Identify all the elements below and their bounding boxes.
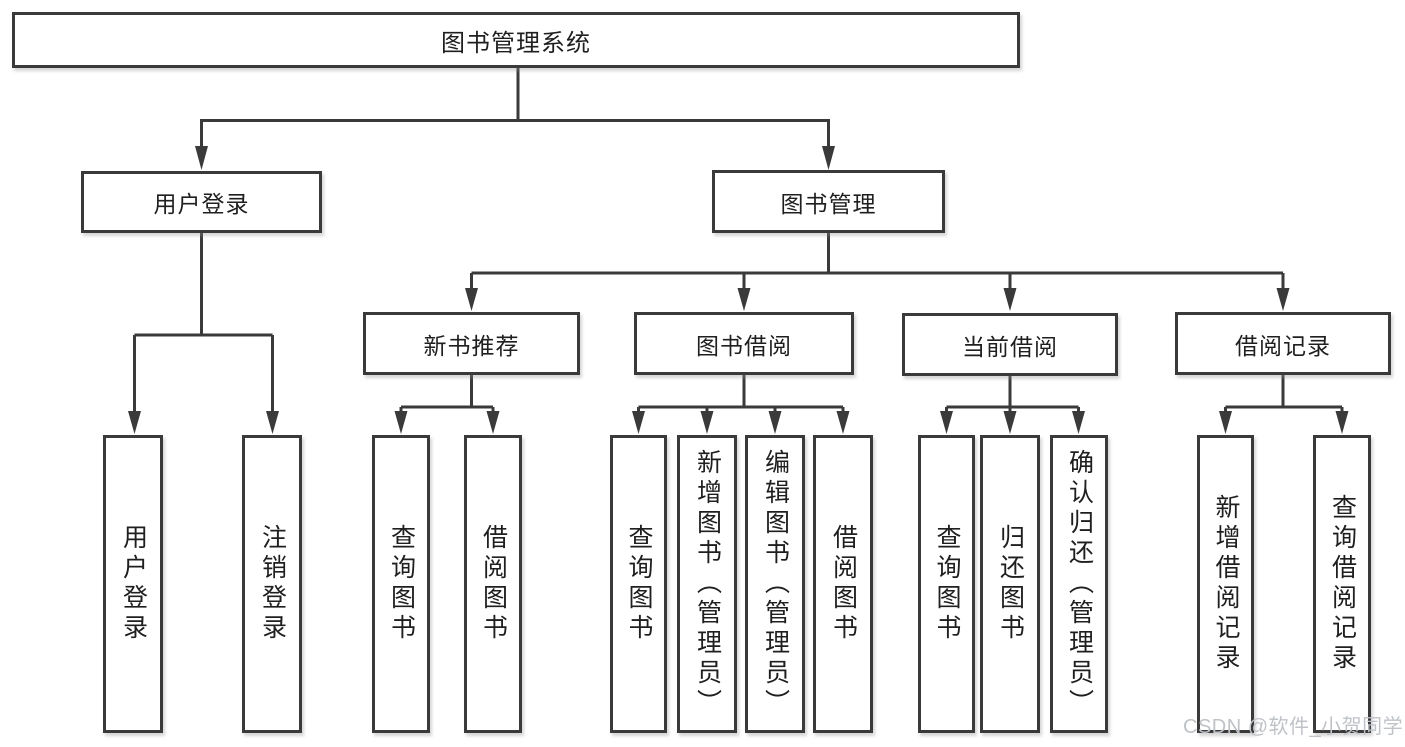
- leaf-return-book-label: 归还图书: [996, 524, 1025, 644]
- connector-book-borrow-stems: [637, 407, 845, 413]
- arrowhead-leaf-return-book: [1003, 411, 1017, 434]
- node-new-book-recommend: 新书推荐: [363, 312, 580, 375]
- leaf-borrow-book-label: 借阅图书: [829, 524, 858, 644]
- leaf-query-borrow-record-label: 查询借阅记录: [1328, 494, 1357, 674]
- leaf-logout-label: 注销登录: [258, 524, 287, 644]
- arrowhead-book-borrow: [737, 288, 751, 311]
- connector-user-login-stems: [133, 335, 274, 413]
- leaf-query-book-recommend-label: 查询图书: [387, 524, 416, 644]
- arrowhead-leaf-logout: [266, 411, 279, 434]
- leaf-query-book-recommend: 查询图书: [372, 435, 430, 733]
- leaf-query-book-borrow: 查询图书: [610, 435, 667, 733]
- node-borrow-records-label: 借阅记录: [1235, 332, 1331, 359]
- arrowhead-leaf-query-book-3: [940, 411, 953, 434]
- arrowhead-leaf-confirm-return: [1072, 411, 1085, 434]
- leaf-add-borrow-record: 新增借阅记录: [1197, 435, 1254, 733]
- arrowhead-leaf-borrow-book-2: [836, 411, 850, 434]
- leaf-user-login-label: 用户登录: [119, 524, 148, 644]
- arrowhead-leaf-query-record: [1335, 411, 1349, 434]
- leaf-borrow-book-recommend: 借阅图书: [464, 435, 522, 733]
- leaf-edit-book-admin: 编辑图书（管理员）: [745, 435, 805, 733]
- leaf-user-login: 用户登录: [103, 435, 163, 733]
- leaf-borrow-book: 借阅图书: [813, 435, 873, 733]
- arrowhead-borrow-records: [1276, 288, 1290, 311]
- node-root: 图书管理系统: [12, 12, 1020, 68]
- leaf-add-book-admin: 新增图书（管理员）: [677, 435, 737, 733]
- arrowhead-leaf-query-book-1: [394, 411, 408, 434]
- leaf-edit-book-admin-label: 编辑图书（管理员）: [761, 449, 790, 719]
- arrowhead-book-management: [822, 146, 835, 170]
- leaf-logout: 注销登录: [242, 435, 302, 733]
- connector-root-stems: [200, 119, 830, 148]
- node-borrow-records: 借阅记录: [1175, 312, 1391, 375]
- arrowhead-leaf-add-book: [700, 411, 714, 434]
- leaf-return-book: 归还图书: [980, 435, 1040, 733]
- leaf-add-book-admin-label: 新增图书（管理员）: [693, 449, 722, 719]
- connector-book-management-stems: [470, 273, 1285, 290]
- node-user-login: 用户登录: [81, 171, 322, 233]
- arrowhead-new-book-recommend: [465, 288, 478, 311]
- node-book-borrow: 图书借阅: [634, 312, 854, 375]
- leaf-query-borrow-record: 查询借阅记录: [1313, 435, 1371, 733]
- leaf-borrow-book-recommend-label: 借阅图书: [479, 524, 508, 644]
- arrowhead-leaf-query-book-2: [632, 411, 645, 434]
- arrowhead-leaf-add-record: [1219, 411, 1232, 434]
- node-new-book-recommend-label: 新书推荐: [423, 332, 520, 359]
- leaf-query-book-current: 查询图书: [918, 435, 975, 733]
- csdn-watermark: CSDN @软件_小贺同学: [1183, 716, 1404, 738]
- leaf-confirm-return-admin: 确认归还（管理员）: [1050, 435, 1108, 733]
- arrowhead-current-borrow: [1003, 288, 1017, 311]
- node-user-login-label: 用户登录: [153, 191, 250, 217]
- leaf-add-borrow-record-label: 新增借阅记录: [1212, 494, 1240, 674]
- leaf-confirm-return-admin-label: 确认归还（管理员）: [1065, 449, 1094, 719]
- node-current-borrow: 当前借阅: [902, 313, 1118, 376]
- node-book-borrow-label: 图书借阅: [696, 332, 792, 359]
- leaf-query-book-current-label: 查询图书: [933, 524, 961, 644]
- node-book-management: 图书管理: [712, 170, 945, 233]
- node-current-borrow-label: 当前借阅: [962, 333, 1058, 360]
- arrowhead-leaf-edit-book: [768, 411, 782, 434]
- arrowhead-user-login: [195, 146, 208, 170]
- arrowhead-leaf-borrow-book-1: [486, 411, 500, 434]
- arrowhead-leaf-user-login: [128, 411, 141, 434]
- node-root-label: 图书管理系统: [441, 29, 591, 57]
- node-book-management-label: 图书管理: [780, 190, 877, 217]
- leaf-query-book-borrow-label: 查询图书: [625, 524, 653, 644]
